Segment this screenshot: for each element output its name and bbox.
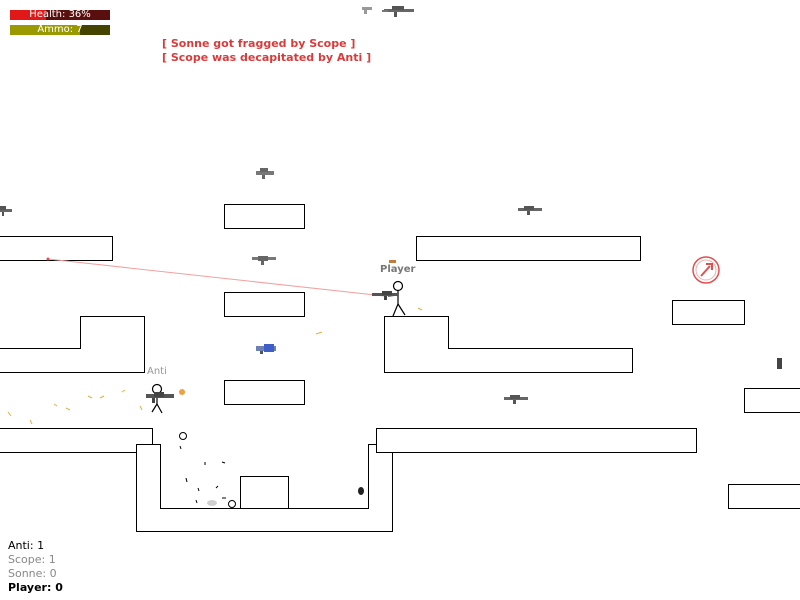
laser-dot (46, 257, 50, 261)
health-bar-fill (10, 10, 46, 20)
rifle-icon (372, 291, 398, 300)
shotgun-icon[interactable] (252, 256, 276, 265)
kill-feed: [ Sonne got fragged by Scope ] [ Scope w… (162, 37, 371, 65)
pit-floor (136, 452, 393, 532)
ammo-bar-fill (10, 25, 80, 35)
ammo-label: Ammo: 7 (37, 25, 83, 35)
platform (728, 484, 800, 509)
platform (224, 292, 305, 317)
smg-icon[interactable] (518, 206, 542, 215)
laser-sight (47, 258, 385, 297)
platform (240, 476, 289, 509)
kill-message: [ Sonne got fragged by Scope ] (162, 37, 356, 50)
floor-ledge-left (0, 428, 153, 453)
pit-inner-wall (288, 428, 377, 509)
rifle-icon[interactable] (504, 395, 528, 404)
scoreboard: Anti: 1 Scope: 1 Sonne: 0 Player: 0 (8, 539, 63, 595)
rifle-icon[interactable] (0, 206, 12, 216)
grenade-icon[interactable] (358, 487, 364, 495)
platform (744, 388, 800, 413)
score-entry: Anti: 1 (8, 539, 45, 552)
platform (672, 300, 745, 325)
platform (416, 236, 641, 261)
kill-message: [ Scope was decapitated by Anti ] (162, 51, 372, 64)
rifle-icon (146, 392, 174, 403)
spark-particles (7, 307, 423, 425)
smoke-puff (207, 500, 217, 506)
health-label: Health: 36% (29, 10, 91, 20)
muzzle-flash (179, 389, 185, 395)
health-bar: Health: 36% (10, 10, 110, 20)
player-nametag: Player (380, 264, 416, 275)
score-entry: Sonne: 0 (8, 567, 57, 580)
pistol-icon[interactable] (362, 7, 372, 14)
shotgun-icon[interactable] (256, 168, 274, 179)
score-entry: Scope: 1 (8, 553, 56, 566)
debris-particles (179, 432, 236, 508)
ammo-bar: Ammo: 7 (10, 25, 110, 35)
platform (376, 428, 697, 453)
red-powerup-icon[interactable] (692, 256, 720, 284)
rifle-icon[interactable] (382, 6, 414, 17)
stepped-block-left (0, 316, 145, 373)
platform (224, 380, 305, 405)
enemy-nametag: Anti (147, 366, 167, 377)
platform (224, 204, 305, 229)
ammo-clip-icon[interactable] (777, 358, 782, 369)
score-entry: Player: 0 (8, 581, 63, 594)
stepped-block-center (384, 316, 633, 373)
pit-inner-wall (152, 444, 241, 509)
platform (0, 236, 113, 261)
plasma-gun-icon[interactable] (256, 344, 276, 354)
